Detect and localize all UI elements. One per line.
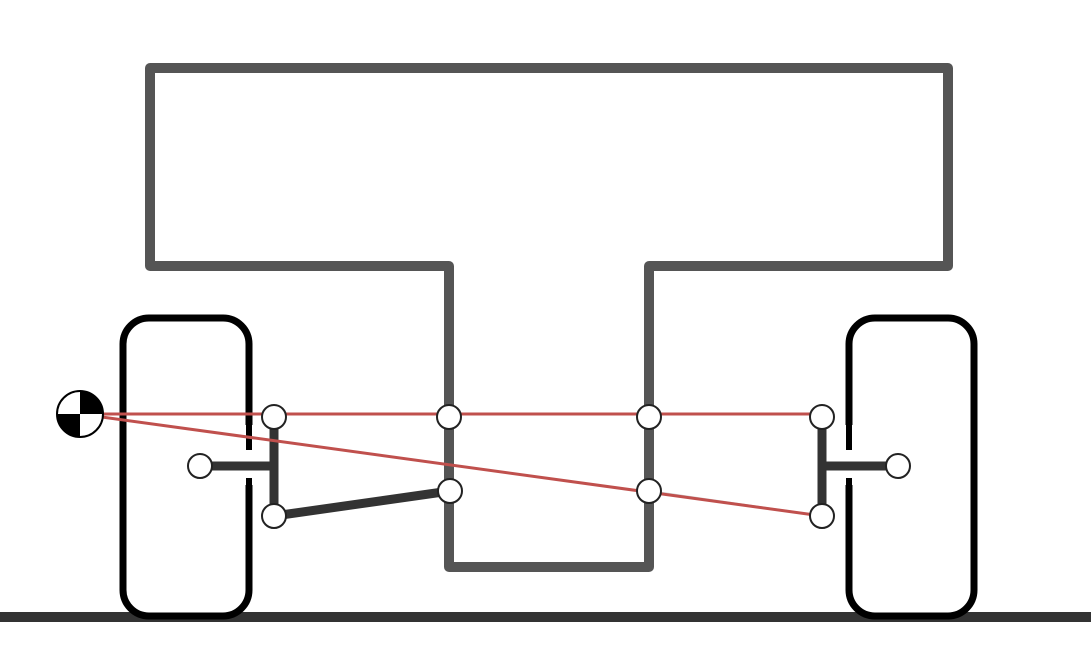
construction-line-lower <box>79 412 823 518</box>
center-of-gravity-icon <box>56 390 104 438</box>
pivot-joint-icon <box>809 503 835 529</box>
pivot-joint-icon <box>636 404 662 430</box>
chassis-outline <box>145 63 953 572</box>
pivot-joint-icon <box>261 404 287 430</box>
pivot-joint-icon <box>187 453 213 479</box>
pivot-joint-icon <box>436 404 462 430</box>
pivot-joint-icon <box>809 404 835 430</box>
pivot-joint-icon <box>885 453 911 479</box>
left-lower-arm <box>273 486 451 521</box>
pivot-joint-icon <box>261 503 287 529</box>
pivot-joint-icon <box>437 478 463 504</box>
joints <box>187 404 911 529</box>
pivot-joint-icon <box>636 478 662 504</box>
